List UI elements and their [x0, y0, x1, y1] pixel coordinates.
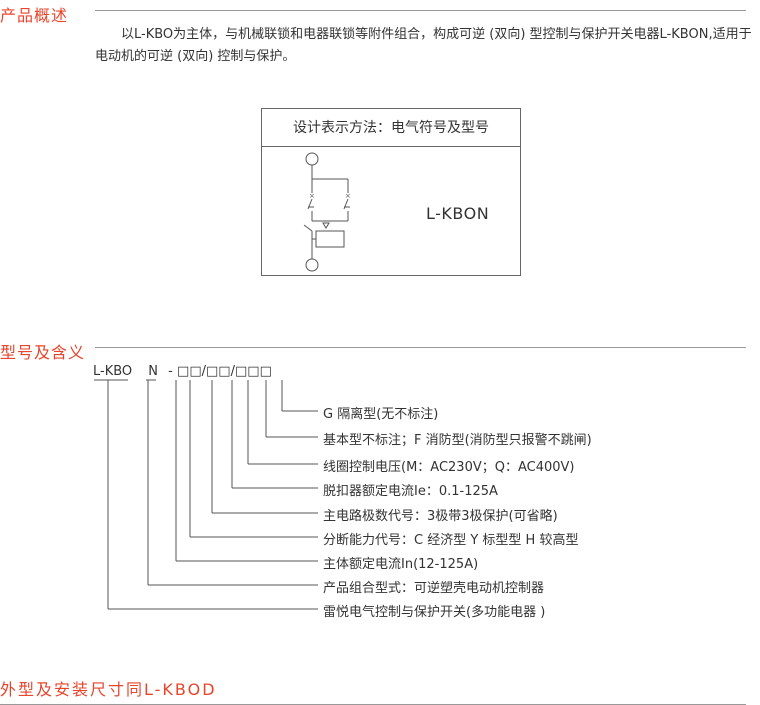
- model-item-6: 主体额定电流In(12-125A): [323, 557, 479, 572]
- electrical-symbol-icon: × ×: [303, 152, 351, 272]
- code-box-1: □: [177, 364, 190, 379]
- dimensions-title: 外型及安装尺寸同L-KBOD: [0, 680, 217, 699]
- code-box-2: □: [189, 364, 202, 379]
- code-box-7: □: [259, 364, 272, 379]
- model-item-2: 线圈控制电压(M：AC230V；Q：AC400V): [323, 460, 575, 475]
- code-slash-1: /: [201, 364, 206, 379]
- code-slash-2: /: [230, 364, 235, 379]
- code-box-3: □: [206, 364, 219, 379]
- overview-rule: [95, 10, 746, 11]
- svg-text:×: ×: [309, 192, 315, 200]
- code-box-4: □: [218, 364, 231, 379]
- model-item-3: 脱扣器额定电流Ie：0.1-125A: [323, 484, 498, 499]
- code-prefix: L-KBO: [93, 364, 133, 379]
- model-item-4: 主电路极数代号：3极带3极保护(可省略): [323, 509, 558, 524]
- model-item-5: 分断能力代号：C 经济型 Y 标型型 H 较高型: [323, 533, 579, 548]
- overview-title: 产品概述: [0, 6, 69, 25]
- code-n: N: [148, 364, 159, 379]
- model-code: L-KBO N - □□/□□/□□□: [93, 364, 272, 379]
- code-box-6: □: [247, 364, 260, 379]
- model-item-1: 基本型不标注；F 消防型(消防型只报警不跳闸): [323, 433, 592, 448]
- svg-text:×: ×: [345, 192, 351, 200]
- electrical-symbol-box: 设计表示方法：电气符号及型号 × × L-KBON: [261, 108, 521, 276]
- symbol-box-header: 设计表示方法：电气符号及型号: [262, 109, 520, 147]
- overview-text: 以L-KBO为主体，与机械联锁和电器联锁等附件组合，构成可逆 (双向) 型控制与…: [95, 24, 760, 68]
- model-item-8: 雷悦电气控制与保护开关(多功能电器 ): [323, 605, 546, 620]
- symbol-model-label: L-KBON: [426, 204, 490, 223]
- overview-paragraph: 以L-KBO为主体，与机械联锁和电器联锁等附件组合，构成可逆 (双向) 型控制与…: [95, 27, 752, 64]
- model-meaning-title: 型号及含义: [0, 343, 86, 362]
- code-box-5: □: [234, 364, 248, 379]
- model-meaning-rule: [95, 347, 746, 348]
- model-item-0: G 隔离型(无不标注): [323, 407, 439, 422]
- model-item-7: 产品组合型式：可逆塑壳电动机控制器: [323, 581, 545, 596]
- code-dash: -: [168, 364, 173, 379]
